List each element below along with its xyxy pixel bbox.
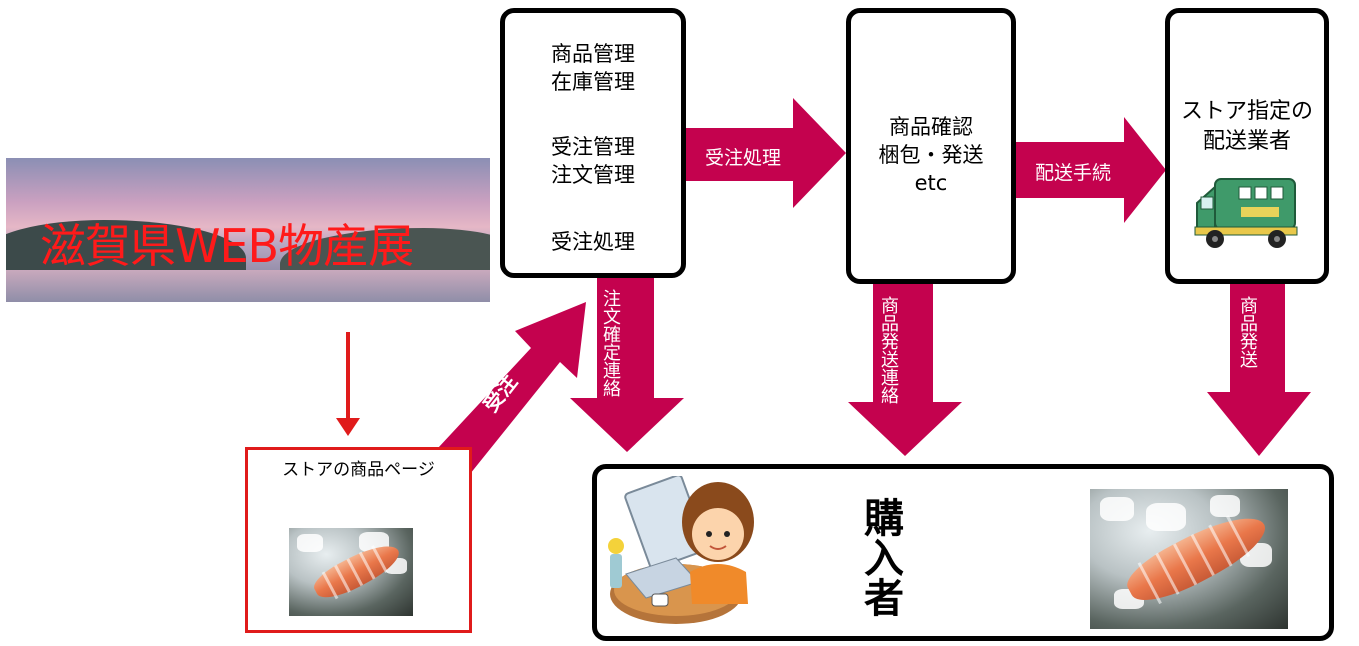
banner-title: 滋賀県WEB物産展 <box>40 219 414 273</box>
management-box: 商品管理 在庫管理 受注管理 注文管理 受注処理 <box>500 8 686 278</box>
salmon-photo-large <box>1090 489 1288 629</box>
banner-image: 滋賀県WEB物産展 <box>6 158 490 302</box>
packing-box: 商品確認 梱包・発送 etc <box>846 8 1016 284</box>
packing-line: 商品確認 <box>889 115 973 139</box>
order-arrow <box>438 302 586 474</box>
management-line: 受注処理 <box>551 230 635 254</box>
management-line: 在庫管理 <box>551 70 635 94</box>
packing-line: 梱包・発送 <box>878 143 984 167</box>
management-line: 注文管理 <box>551 163 635 187</box>
product-shipping-label: 商品発送 <box>1237 296 1258 368</box>
shipping-procedure-label: 配送手続 <box>1035 162 1112 184</box>
management-line: 商品管理 <box>551 42 635 66</box>
processing-label: 受注処理 <box>705 147 782 169</box>
courier-line: ストア指定の <box>1180 99 1313 124</box>
courier-line: 配送業者 <box>1202 129 1291 154</box>
store-page-title: ストアの商品ページ <box>282 460 435 480</box>
processing-arrow <box>683 98 846 208</box>
courier-box: ストア指定の 配送業者 <box>1165 8 1329 284</box>
confirm-notice-arrow <box>570 277 684 452</box>
confirm-notice-label: 注文確定連絡 <box>600 289 621 397</box>
shipping-procedure-arrow <box>1014 117 1166 223</box>
buyer-illustration <box>608 476 754 624</box>
management-line: 受注管理 <box>551 135 635 159</box>
delivery-truck-icon <box>1194 178 1298 248</box>
product-shipping-arrow <box>1207 283 1311 456</box>
packing-line: etc <box>914 171 948 195</box>
red-down-arrow <box>336 332 360 436</box>
ship-notice-label: 商品発送連絡 <box>878 296 899 404</box>
buyer-label: 購入者 <box>857 497 903 617</box>
ship-notice-arrow <box>848 284 962 456</box>
store-page-box: ストアの商品ページ <box>245 447 472 633</box>
salmon-photo <box>289 528 413 616</box>
